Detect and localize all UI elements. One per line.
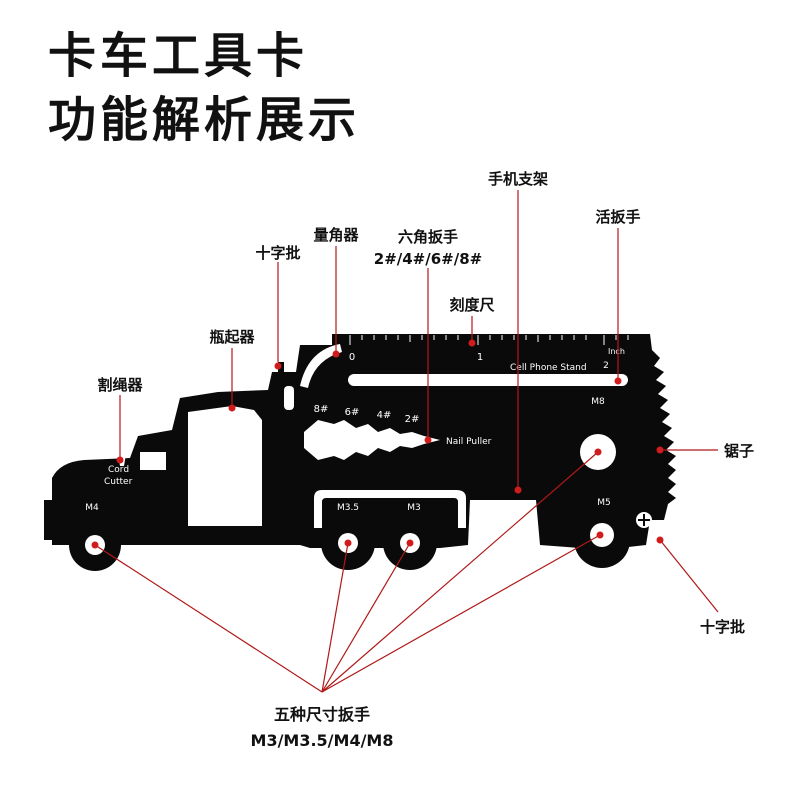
callout-bottle-opener: 瓶起器 [209,328,255,346]
cutter-text: Cutter [104,477,133,487]
angle-gauge-arc [300,344,342,388]
hex-wrench-profile [304,420,440,460]
ruler-ticks [349,335,629,345]
ruler-label-0: 0 [349,352,355,363]
hex-8-label: 8# [314,404,329,415]
cutouts [85,344,652,555]
callout-rope-cutter: 割绳器 [97,376,143,394]
m35-label: M3.5 [337,503,359,513]
dot-rope-cutter [116,456,124,464]
dot-saw [656,446,664,454]
callout-angle-gauge: 量角器 [313,226,359,244]
phillips-cross [638,514,650,526]
dot-phillips-bottom [656,536,664,544]
phone-stand-slot [348,374,628,386]
leader-five-m35 [321,542,349,693]
nail-puller-text: Nail Puller [446,437,492,447]
bumper [44,500,58,540]
ruler-inch-label: Inch [608,347,625,356]
title-line-2: 功能解析展示 [48,92,361,148]
bottom-loop-slot [314,490,466,528]
dot-m35 [344,539,352,547]
callout-phillips-top: 十字批 [255,244,300,262]
callout-five-wrenches: 五种尺寸扳手 [274,705,370,724]
title-line-1: 卡车工具卡 [48,28,309,84]
ruler-label-2: 2 [603,361,609,371]
dot-phillips-top [274,362,282,370]
callout-ruler: 刻度尺 [449,296,494,314]
leader-five-m5 [321,534,601,693]
m8-label: M8 [591,397,605,407]
leader-dots [91,339,664,549]
hex-6-label: 6# [345,407,360,418]
hex-4-label: 4# [377,410,392,421]
callout-adjustable-wrench: 活扳手 [595,208,640,226]
leader-five-m8 [321,451,599,693]
phillips-top-tip [278,362,284,378]
dot-ruler [468,339,476,347]
callout-phone-stand: 手机支架 [488,170,548,188]
dot-hex-wrench [424,436,432,444]
leader-lines [94,190,719,693]
m4-label: M4 [85,503,99,513]
callout-saw: 锯子 [724,442,754,460]
ruler-label-1: 1 [477,352,483,363]
callout-hex-wrench: 六角扳手 [398,228,458,246]
cab-window [140,452,166,470]
dot-phone-stand [514,486,522,494]
callout-wrench-sizes: M3/M3.5/M4/M8 [251,731,394,750]
leader-five-m3 [321,542,411,693]
truck-card: 0 1 2 Inch Cell Phone Stand 8# 6# 4# 2# … [44,334,676,571]
dot-adjustable-wrench [614,377,622,385]
dot-bottle-opener [228,404,236,412]
m5-label: M5 [597,498,611,508]
callout-phillips-bottom: 十字批 [700,618,745,636]
dot-m3 [406,539,414,547]
dot-m8 [594,448,602,456]
leader-five-m4 [94,544,323,693]
leader-phillips-bottom [659,539,719,613]
dot-angle-gauge [332,350,340,358]
cab-slot [284,386,294,410]
cell-phone-stand-text: Cell Phone Stand [510,363,587,373]
callout-hex-sizes: 2#/4#/6#/8# [374,250,482,268]
dot-m5 [596,531,604,539]
cord-text: Cord [108,465,129,475]
dot-m4 [91,541,99,549]
m3-label: M3 [407,503,421,513]
bottle-opener-slot [188,406,262,526]
hex-2-label: 2# [405,414,420,425]
